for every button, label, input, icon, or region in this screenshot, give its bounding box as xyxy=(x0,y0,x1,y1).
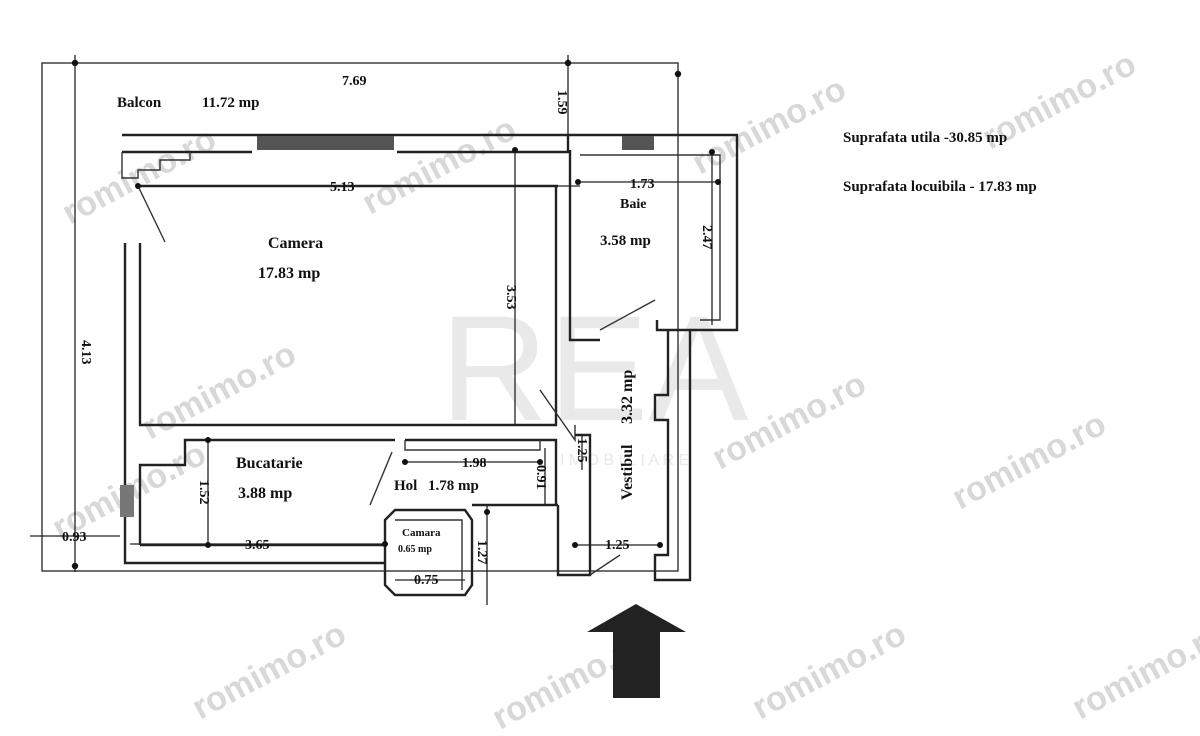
camara-name: Camara xyxy=(402,527,441,539)
watermark-text: romimo.ro xyxy=(686,70,852,182)
dim-kitchen-width: 3.65 xyxy=(245,538,270,553)
balcony xyxy=(121,133,570,179)
balcon-area: 11.72 mp xyxy=(202,95,260,111)
hol-name: Hol xyxy=(394,478,417,494)
room-camara xyxy=(383,503,558,597)
dim-camera-height: 3.53 xyxy=(503,285,518,310)
dim-left-height: 4.13 xyxy=(78,340,93,365)
kitchen-window xyxy=(120,485,134,517)
dim-hol-width: 1.98 xyxy=(462,456,487,471)
balcony-window xyxy=(257,136,394,150)
bucatarie-area: 3.88 mp xyxy=(238,485,292,502)
room-vestibul xyxy=(556,330,692,582)
entrance-door-swing xyxy=(589,554,621,576)
dim-vestibul-small: 1.25 xyxy=(574,438,589,463)
agency-logo: REA xyxy=(440,284,748,452)
dim-vestibul-width: 1.25 xyxy=(605,538,630,553)
watermark-text: romimo.ro xyxy=(186,615,352,727)
summary-utila: Suprafata utila -30.85 mp xyxy=(843,130,1007,146)
room-baie xyxy=(568,133,739,342)
watermark-text: romimo.ro xyxy=(746,615,912,727)
balcon-name: Balcon xyxy=(117,95,162,111)
dim-hol-depth: 0.91 xyxy=(533,465,548,490)
watermark-text: romimo.ro xyxy=(136,335,302,447)
kitchen-door-swing xyxy=(369,451,393,506)
dim-baie-width: 1.73 xyxy=(630,177,655,192)
baie-door-swing xyxy=(599,299,656,331)
vestibul-area: 3.32 mp xyxy=(619,370,636,424)
camera-name: Camera xyxy=(268,235,323,252)
outer-dimension-frame xyxy=(30,55,682,572)
dim-kitchen-height: 1.52 xyxy=(196,480,211,505)
watermark-text: romimo.ro xyxy=(356,110,522,222)
dim-top-width: 7.69 xyxy=(342,74,367,89)
dim-camara-height: 1.27 xyxy=(474,540,489,565)
bucatarie-name: Bucatarie xyxy=(236,455,303,472)
summary-locuibila: Suprafata locuibila - 17.83 mp xyxy=(843,179,1037,195)
room-bucatarie xyxy=(120,438,558,565)
baie-area: 3.58 mp xyxy=(600,233,651,249)
vestibul-name: Vestibul xyxy=(619,444,636,500)
agency-logo-subtitle: I M O B I L I A R E xyxy=(560,452,689,469)
camera-door-swing xyxy=(137,185,166,243)
camara-area: 0.65 mp xyxy=(398,544,432,555)
entrance-arrow-icon xyxy=(587,604,686,698)
dim-left-small: 0.93 xyxy=(62,530,87,545)
dimension-lines xyxy=(130,147,721,605)
dim-baie-height: 2.47 xyxy=(699,225,714,250)
watermark-text: romimo.ro xyxy=(1066,615,1200,727)
dim-camara-width: 0.75 xyxy=(414,573,439,588)
watermark-text: romimo.ro xyxy=(946,405,1112,517)
watermark-text: romimo.ro xyxy=(56,120,222,232)
hol-area: 1.78 mp xyxy=(428,478,479,494)
camera-area: 17.83 mp xyxy=(258,265,320,282)
dim-balcony-depth: 1.59 xyxy=(554,90,569,115)
dim-camera-width: 5.13 xyxy=(330,180,355,195)
baie-window xyxy=(622,136,654,150)
baie-name: Baie xyxy=(620,197,646,212)
